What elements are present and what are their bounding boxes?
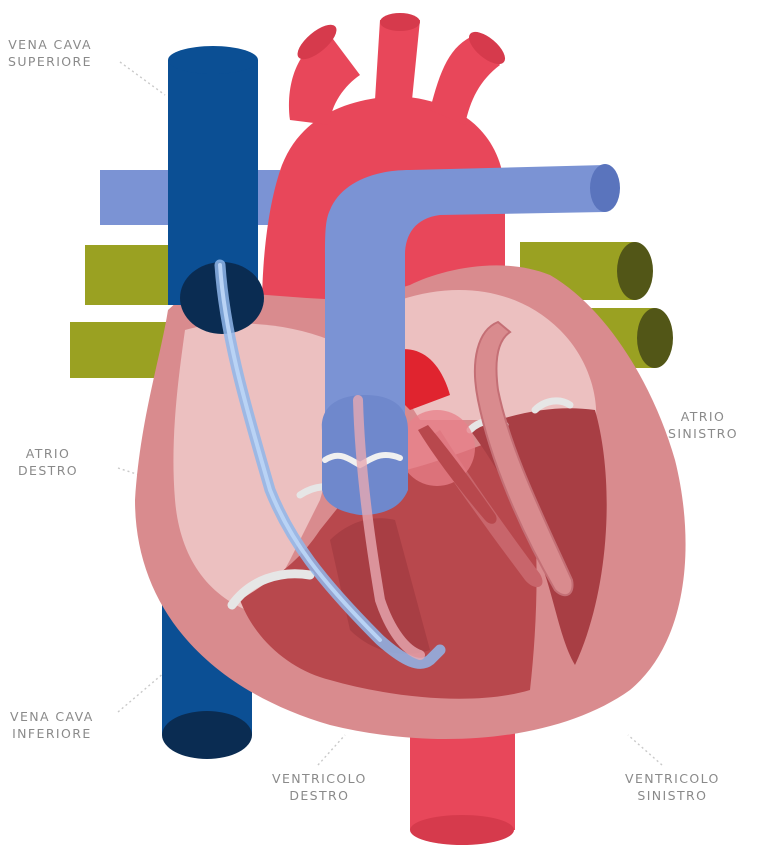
label-ventricolo-sinistro: VENTRICOLO SINISTRO: [625, 770, 720, 804]
label-line: VENTRICOLO: [625, 770, 720, 787]
label-line: VENTRICOLO: [272, 770, 367, 787]
label-vena-cava-superiore: VENA CAVA SUPERIORE: [8, 36, 92, 70]
label-atrio-destro: ATRIO DESTRO: [18, 445, 78, 479]
label-ventricolo-destro: VENTRICOLO DESTRO: [272, 770, 367, 804]
label-line: VENA CAVA: [10, 708, 94, 725]
label-line: DESTRO: [18, 462, 78, 479]
label-vena-cava-inferiore: VENA CAVA INFERIORE: [10, 708, 94, 742]
label-line: ATRIO: [668, 408, 738, 425]
label-line: SINISTRO: [625, 787, 720, 804]
label-line: SINISTRO: [668, 425, 738, 442]
label-atrio-sinistro: ATRIO SINISTRO: [668, 408, 738, 442]
label-line: INFERIORE: [10, 725, 94, 742]
label-line: ATRIO: [18, 445, 78, 462]
superior-vena-cava: [168, 46, 264, 334]
label-line: SUPERIORE: [8, 53, 92, 70]
label-line: DESTRO: [272, 787, 367, 804]
label-line: VENA CAVA: [8, 36, 92, 53]
